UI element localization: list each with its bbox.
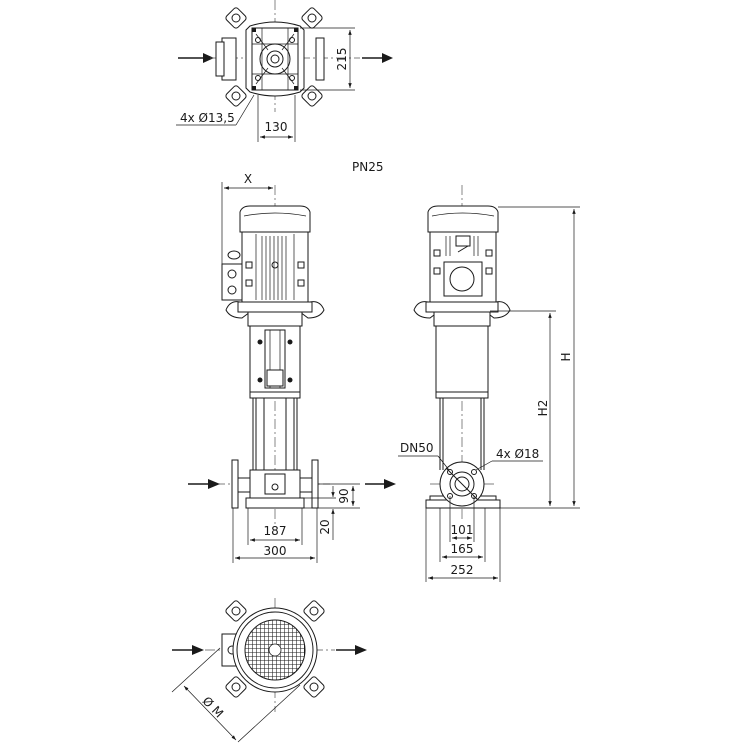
dimension-215: 215 bbox=[300, 27, 355, 91]
mounting-lug bbox=[225, 7, 323, 107]
front-view: X bbox=[188, 172, 396, 563]
hole-callout-label: 4x Ø13,5 bbox=[180, 111, 235, 125]
dimension-165: 165 bbox=[439, 508, 486, 562]
dim-20-label: 20 bbox=[318, 519, 332, 534]
dimension-90: 90 bbox=[304, 483, 360, 509]
flange-label: DN50 bbox=[400, 441, 434, 455]
dimension-101: 101 bbox=[449, 496, 475, 542]
outlet-arrow-icon bbox=[336, 645, 367, 655]
hole-callout-leader: 4x Ø13,5 bbox=[176, 94, 255, 126]
dim-diameter-m-label: Ø M bbox=[200, 694, 226, 721]
dim-252-label: 252 bbox=[451, 563, 474, 577]
flange-holes-callout: 4x Ø18 bbox=[475, 447, 543, 471]
dim-101-label: 101 bbox=[451, 523, 474, 537]
dim-187-label: 187 bbox=[264, 524, 287, 538]
dim-h-label: H bbox=[559, 352, 573, 361]
dimension-300: 300 bbox=[232, 508, 318, 563]
dim-x-label: X bbox=[244, 172, 252, 186]
dim-215-label: 215 bbox=[335, 48, 349, 71]
dimension-h2: H2 bbox=[490, 310, 556, 506]
dim-165-label: 165 bbox=[451, 542, 474, 556]
dim-90-label: 90 bbox=[337, 488, 351, 503]
dim-h2-label: H2 bbox=[536, 400, 550, 417]
inlet-arrow-icon bbox=[172, 645, 204, 655]
dimension-20: 20 bbox=[300, 486, 336, 540]
dimension-187: 187 bbox=[247, 508, 303, 545]
pressure-rating-label: PN25 bbox=[352, 160, 383, 174]
outlet-arrow-icon bbox=[362, 53, 393, 63]
bottom-view: Ø M bbox=[171, 598, 367, 743]
inlet-arrow-icon bbox=[188, 479, 220, 489]
dimension-130: 130 bbox=[257, 95, 296, 142]
dimension-h: H bbox=[498, 206, 580, 509]
dimension-x: X bbox=[221, 172, 273, 265]
flange-callout: DN50 bbox=[398, 441, 450, 471]
dim-300-label: 300 bbox=[264, 544, 287, 558]
outlet-arrow-icon bbox=[365, 479, 396, 489]
dim-130-label: 130 bbox=[265, 120, 288, 134]
flange-holes-label: 4x Ø18 bbox=[496, 447, 539, 461]
top-view: 215 130 4x Ø13,5 bbox=[176, 0, 393, 142]
side-view: DN50 4x Ø18 H H2 101 bbox=[398, 185, 580, 582]
inlet-arrow-icon bbox=[178, 53, 214, 63]
dimension-252: 252 bbox=[425, 508, 501, 582]
